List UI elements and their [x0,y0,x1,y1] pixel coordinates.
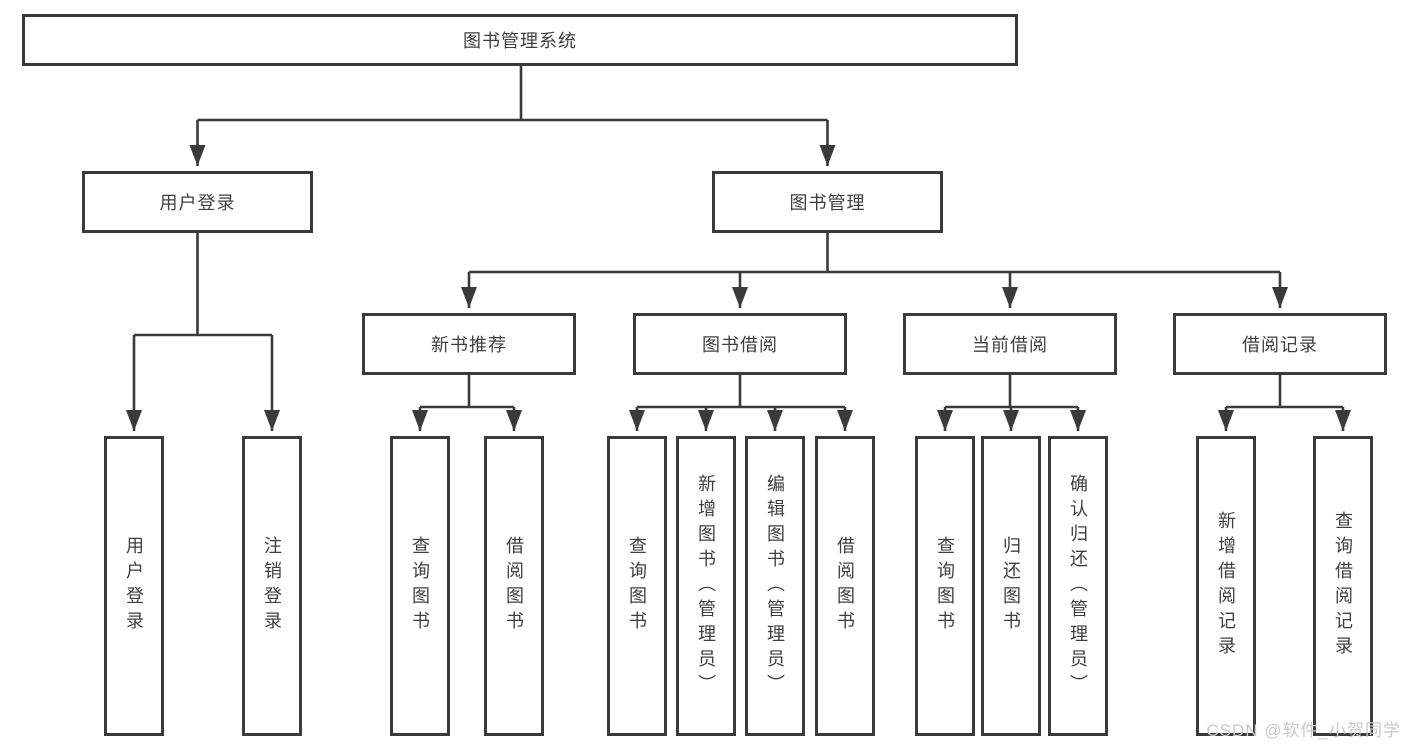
leaf-query-books-3: 查询图书 [915,436,975,736]
node-current-borrowing-label: 当前借阅 [972,335,1048,355]
leaf-user-login-label: 用户登录 [124,536,144,636]
leaf-query-borrow-record-label: 查询借阅记录 [1333,511,1353,661]
node-current-borrowing: 当前借阅 [903,313,1117,375]
leaf-query-books-3-label: 查询图书 [935,536,955,636]
leaf-add-borrow-record-label: 新增借阅记录 [1216,511,1236,661]
leaf-logout: 注销登录 [242,436,302,736]
leaf-borrow-books-2: 借阅图书 [815,436,875,736]
node-book-management: 图书管理 [712,171,943,233]
node-root: 图书管理系统 [22,14,1018,66]
leaf-edit-books-admin: 编辑图书（管理员） [745,436,805,736]
leaf-borrow-books-1-label: 借阅图书 [504,536,524,636]
leaf-query-books-1: 查询图书 [390,436,450,736]
node-borrowing-records: 借阅记录 [1173,313,1387,375]
node-root-label: 图书管理系统 [463,31,577,51]
node-borrowing-records-label: 借阅记录 [1242,335,1318,355]
leaf-logout-label: 注销登录 [262,536,282,636]
leaf-return-books-label: 归还图书 [1001,536,1021,636]
node-new-book-recommendation-label: 新书推荐 [431,335,507,355]
node-book-borrowing-label: 图书借阅 [702,335,778,355]
node-book-management-label: 图书管理 [789,193,866,213]
leaf-query-books-1-label: 查询图书 [410,536,430,636]
leaf-add-books-admin: 新增图书（管理员） [676,436,736,736]
leaf-edit-books-admin-label: 编辑图书（管理员） [765,473,785,699]
leaf-query-books-2: 查询图书 [607,436,667,736]
node-book-borrowing: 图书借阅 [633,313,847,375]
node-user-login: 用户登录 [82,171,313,233]
leaf-return-books: 归还图书 [981,436,1041,736]
leaf-add-borrow-record: 新增借阅记录 [1196,436,1256,736]
leaf-add-books-admin-label: 新增图书（管理员） [696,473,716,699]
csdn-watermark: CSDN @软件_小贺同学 [1206,721,1401,740]
leaf-confirm-return-admin: 确认归还（管理员） [1048,436,1108,736]
leaf-confirm-return-admin-label: 确认归还（管理员） [1068,473,1088,699]
leaf-user-login: 用户登录 [104,436,164,736]
node-new-book-recommendation: 新书推荐 [362,313,576,375]
leaf-query-borrow-record: 查询借阅记录 [1313,436,1373,736]
leaf-borrow-books-2-label: 借阅图书 [835,536,855,636]
node-user-login-label: 用户登录 [159,193,236,213]
leaf-query-books-2-label: 查询图书 [627,536,647,636]
leaf-borrow-books-1: 借阅图书 [484,436,544,736]
